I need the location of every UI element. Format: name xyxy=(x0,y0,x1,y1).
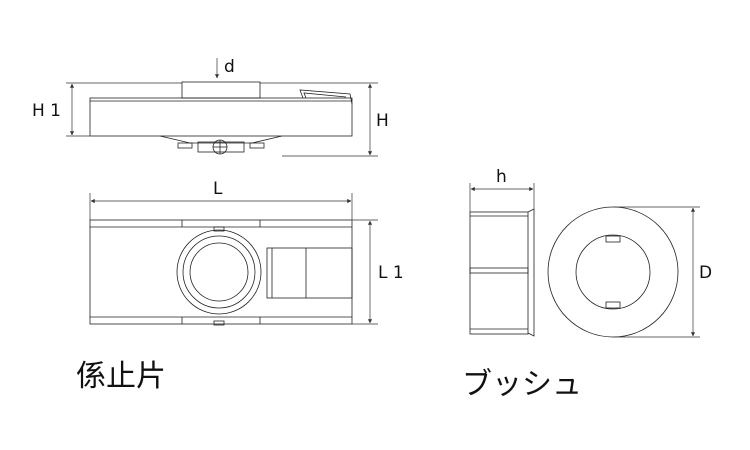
clip-top-boss xyxy=(181,81,261,99)
dim-h1-label: H 1 xyxy=(32,101,61,121)
dim-h-small-label: h xyxy=(496,167,507,187)
clip-caption: 係止片 xyxy=(76,359,166,394)
bush-outer-circle xyxy=(547,206,679,338)
dim-l-label: L xyxy=(213,179,223,199)
bush-side-view xyxy=(469,208,535,337)
bush-front-view xyxy=(547,206,679,338)
clip-boss-outer xyxy=(176,229,262,315)
bush-inner-circle xyxy=(575,234,651,310)
bush-flange xyxy=(527,208,535,337)
bush-key-bottom xyxy=(605,301,621,309)
clip-spring-block xyxy=(266,247,353,299)
clip-foot xyxy=(159,135,283,144)
bush-key-top xyxy=(605,235,621,243)
dim-h-label: H xyxy=(376,111,389,131)
clip-body-top xyxy=(89,219,353,325)
clip-boss-hole xyxy=(189,242,249,302)
bush-caption: ブッシュ xyxy=(462,367,582,402)
dim-l xyxy=(89,193,353,220)
clip-side-view xyxy=(89,81,353,155)
clip-body-side xyxy=(89,97,353,137)
dim-d-label: d xyxy=(224,57,235,77)
dim-l1-label: L 1 xyxy=(378,263,404,283)
dim-d-diameter xyxy=(613,206,700,338)
dim-h-small xyxy=(469,183,535,212)
clip-top-view xyxy=(89,219,353,326)
bush-slit xyxy=(469,267,529,274)
dim-d-diameter-label: D xyxy=(699,263,712,283)
dim-h1 xyxy=(66,82,182,137)
dim-h xyxy=(260,82,378,157)
dim-l1 xyxy=(352,219,378,325)
clip-spring-tab xyxy=(299,89,353,105)
